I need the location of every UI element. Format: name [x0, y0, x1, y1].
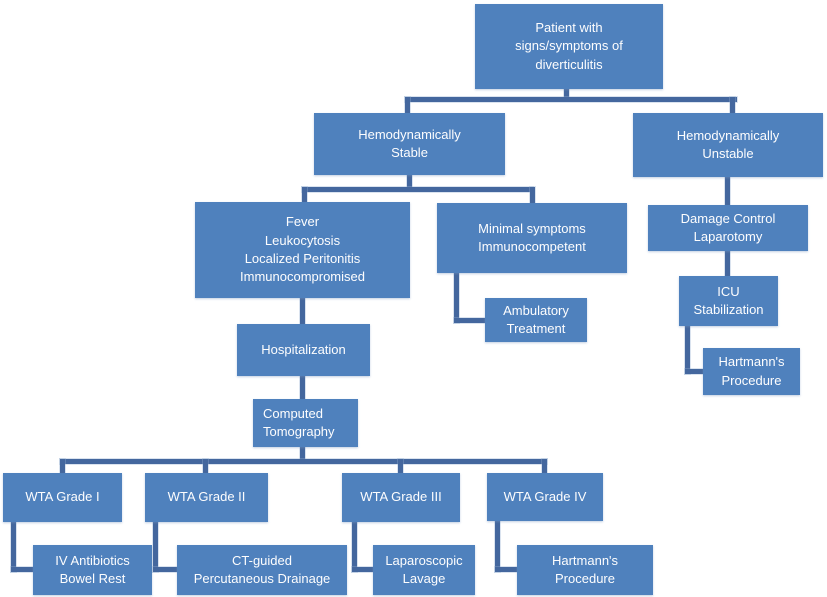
- connector-to-minimal: [530, 187, 535, 203]
- connector-icu-hartmanns-horizontal: [685, 369, 703, 374]
- connector-icu-hartmanns-vertical: [685, 326, 690, 374]
- connector-to-wta2: [203, 459, 208, 473]
- connector-to-stable: [405, 97, 410, 113]
- connector-to-wta1: [60, 459, 65, 473]
- connector-unstable-damage: [725, 177, 730, 205]
- connector-to-fever: [302, 187, 307, 202]
- node-hartmanns-procedure-bottom: Hartmann's Procedure: [517, 545, 653, 595]
- connector-damage-icu: [725, 251, 730, 276]
- connector-wta4-child-horizontal: [495, 567, 517, 572]
- connector-hospitalization-ct: [300, 376, 305, 399]
- node-laparoscopic-lavage: Laparoscopic Lavage: [373, 545, 475, 595]
- connector-patient-stub: [564, 89, 569, 99]
- node-patient: Patient with signs/symptoms of diverticu…: [475, 4, 663, 89]
- connector-wta1-child-horizontal: [11, 567, 33, 572]
- node-minimal-symptoms: Minimal symptoms Immunocompetent: [437, 203, 627, 273]
- connector-ct-stub: [300, 447, 305, 461]
- node-wta-grade-1: WTA Grade I: [3, 473, 122, 522]
- node-wta-grade-4: WTA Grade IV: [487, 473, 603, 521]
- node-hemodynamically-unstable: Hemodynamically Unstable: [633, 113, 823, 177]
- connector-stable-stub: [407, 175, 412, 189]
- connector-level3-horizontal: [60, 459, 547, 464]
- node-hospitalization: Hospitalization: [237, 324, 370, 376]
- node-wta-grade-3: WTA Grade III: [342, 473, 460, 522]
- node-fever-leukocytosis: Fever Leukocytosis Localized Peritonitis…: [195, 202, 410, 298]
- node-wta-grade-2: WTA Grade II: [145, 473, 268, 522]
- connector-wta2-child-vertical: [153, 522, 158, 572]
- node-ct-guided-percutaneous-drainage: CT-guided Percutaneous Drainage: [177, 545, 347, 595]
- connector-level2-horizontal: [302, 187, 533, 192]
- connector-to-unstable: [730, 97, 735, 113]
- node-hartmanns-procedure-right: Hartmann's Procedure: [703, 348, 800, 395]
- node-icu-stabilization: ICU Stabilization: [679, 276, 778, 326]
- node-computed-tomography: Computed Tomography: [253, 399, 358, 447]
- node-ambulatory-treatment: Ambulatory Treatment: [485, 298, 587, 342]
- node-hemodynamically-stable: Hemodynamically Stable: [314, 113, 505, 175]
- connector-wta4-child-vertical: [495, 521, 500, 572]
- connector-fever-hospitalization: [300, 298, 305, 324]
- connector-wta1-child-vertical: [11, 522, 16, 572]
- connector-to-wta3: [398, 459, 403, 473]
- connector-to-wta4: [542, 459, 547, 473]
- node-damage-control-laparotomy: Damage Control Laparotomy: [648, 205, 808, 251]
- connector-minimal-ambulatory-horizontal: [454, 318, 485, 323]
- node-iv-antibiotics-bowel-rest: IV Antibiotics Bowel Rest: [33, 545, 152, 595]
- connector-wta3-child-horizontal: [352, 567, 373, 572]
- connector-wta2-child-horizontal: [153, 567, 177, 572]
- connector-minimal-ambulatory-vertical: [454, 273, 459, 323]
- connector-wta3-child-vertical: [352, 522, 357, 572]
- connector-level1-horizontal: [405, 97, 737, 102]
